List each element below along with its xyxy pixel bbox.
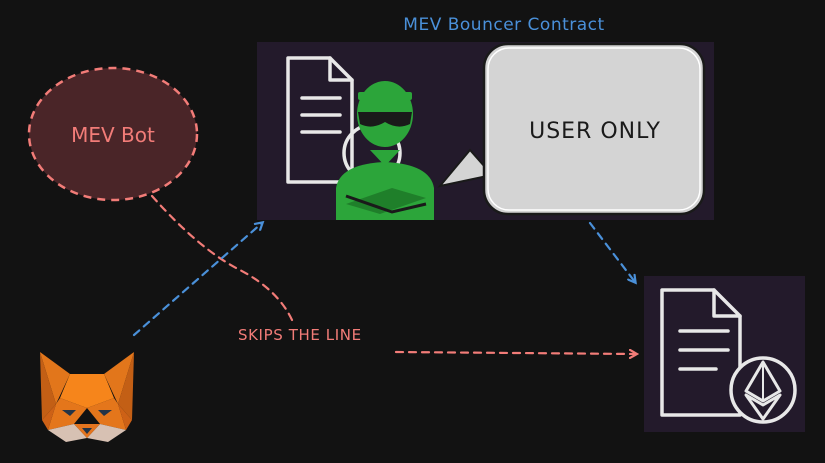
diagram-title: MEV Bouncer Contract [403, 15, 604, 35]
skip-line-label: SKIPS THE LINE [238, 326, 362, 344]
metamask-fox-icon [40, 352, 134, 442]
skip-to-target-arrow [394, 352, 636, 354]
wallet-to-bouncer-arrow [132, 223, 262, 337]
speech-bubble-text: USER ONLY [529, 119, 661, 144]
speech-bubble [437, 42, 706, 216]
mev-bot-node [27, 66, 199, 202]
mev-bot-label: MEV Bot [71, 123, 155, 147]
ethereum-contract-icon [660, 288, 797, 424]
bouncer-guard-icon [336, 81, 434, 220]
bouncer-to-target-arrow [588, 221, 635, 282]
